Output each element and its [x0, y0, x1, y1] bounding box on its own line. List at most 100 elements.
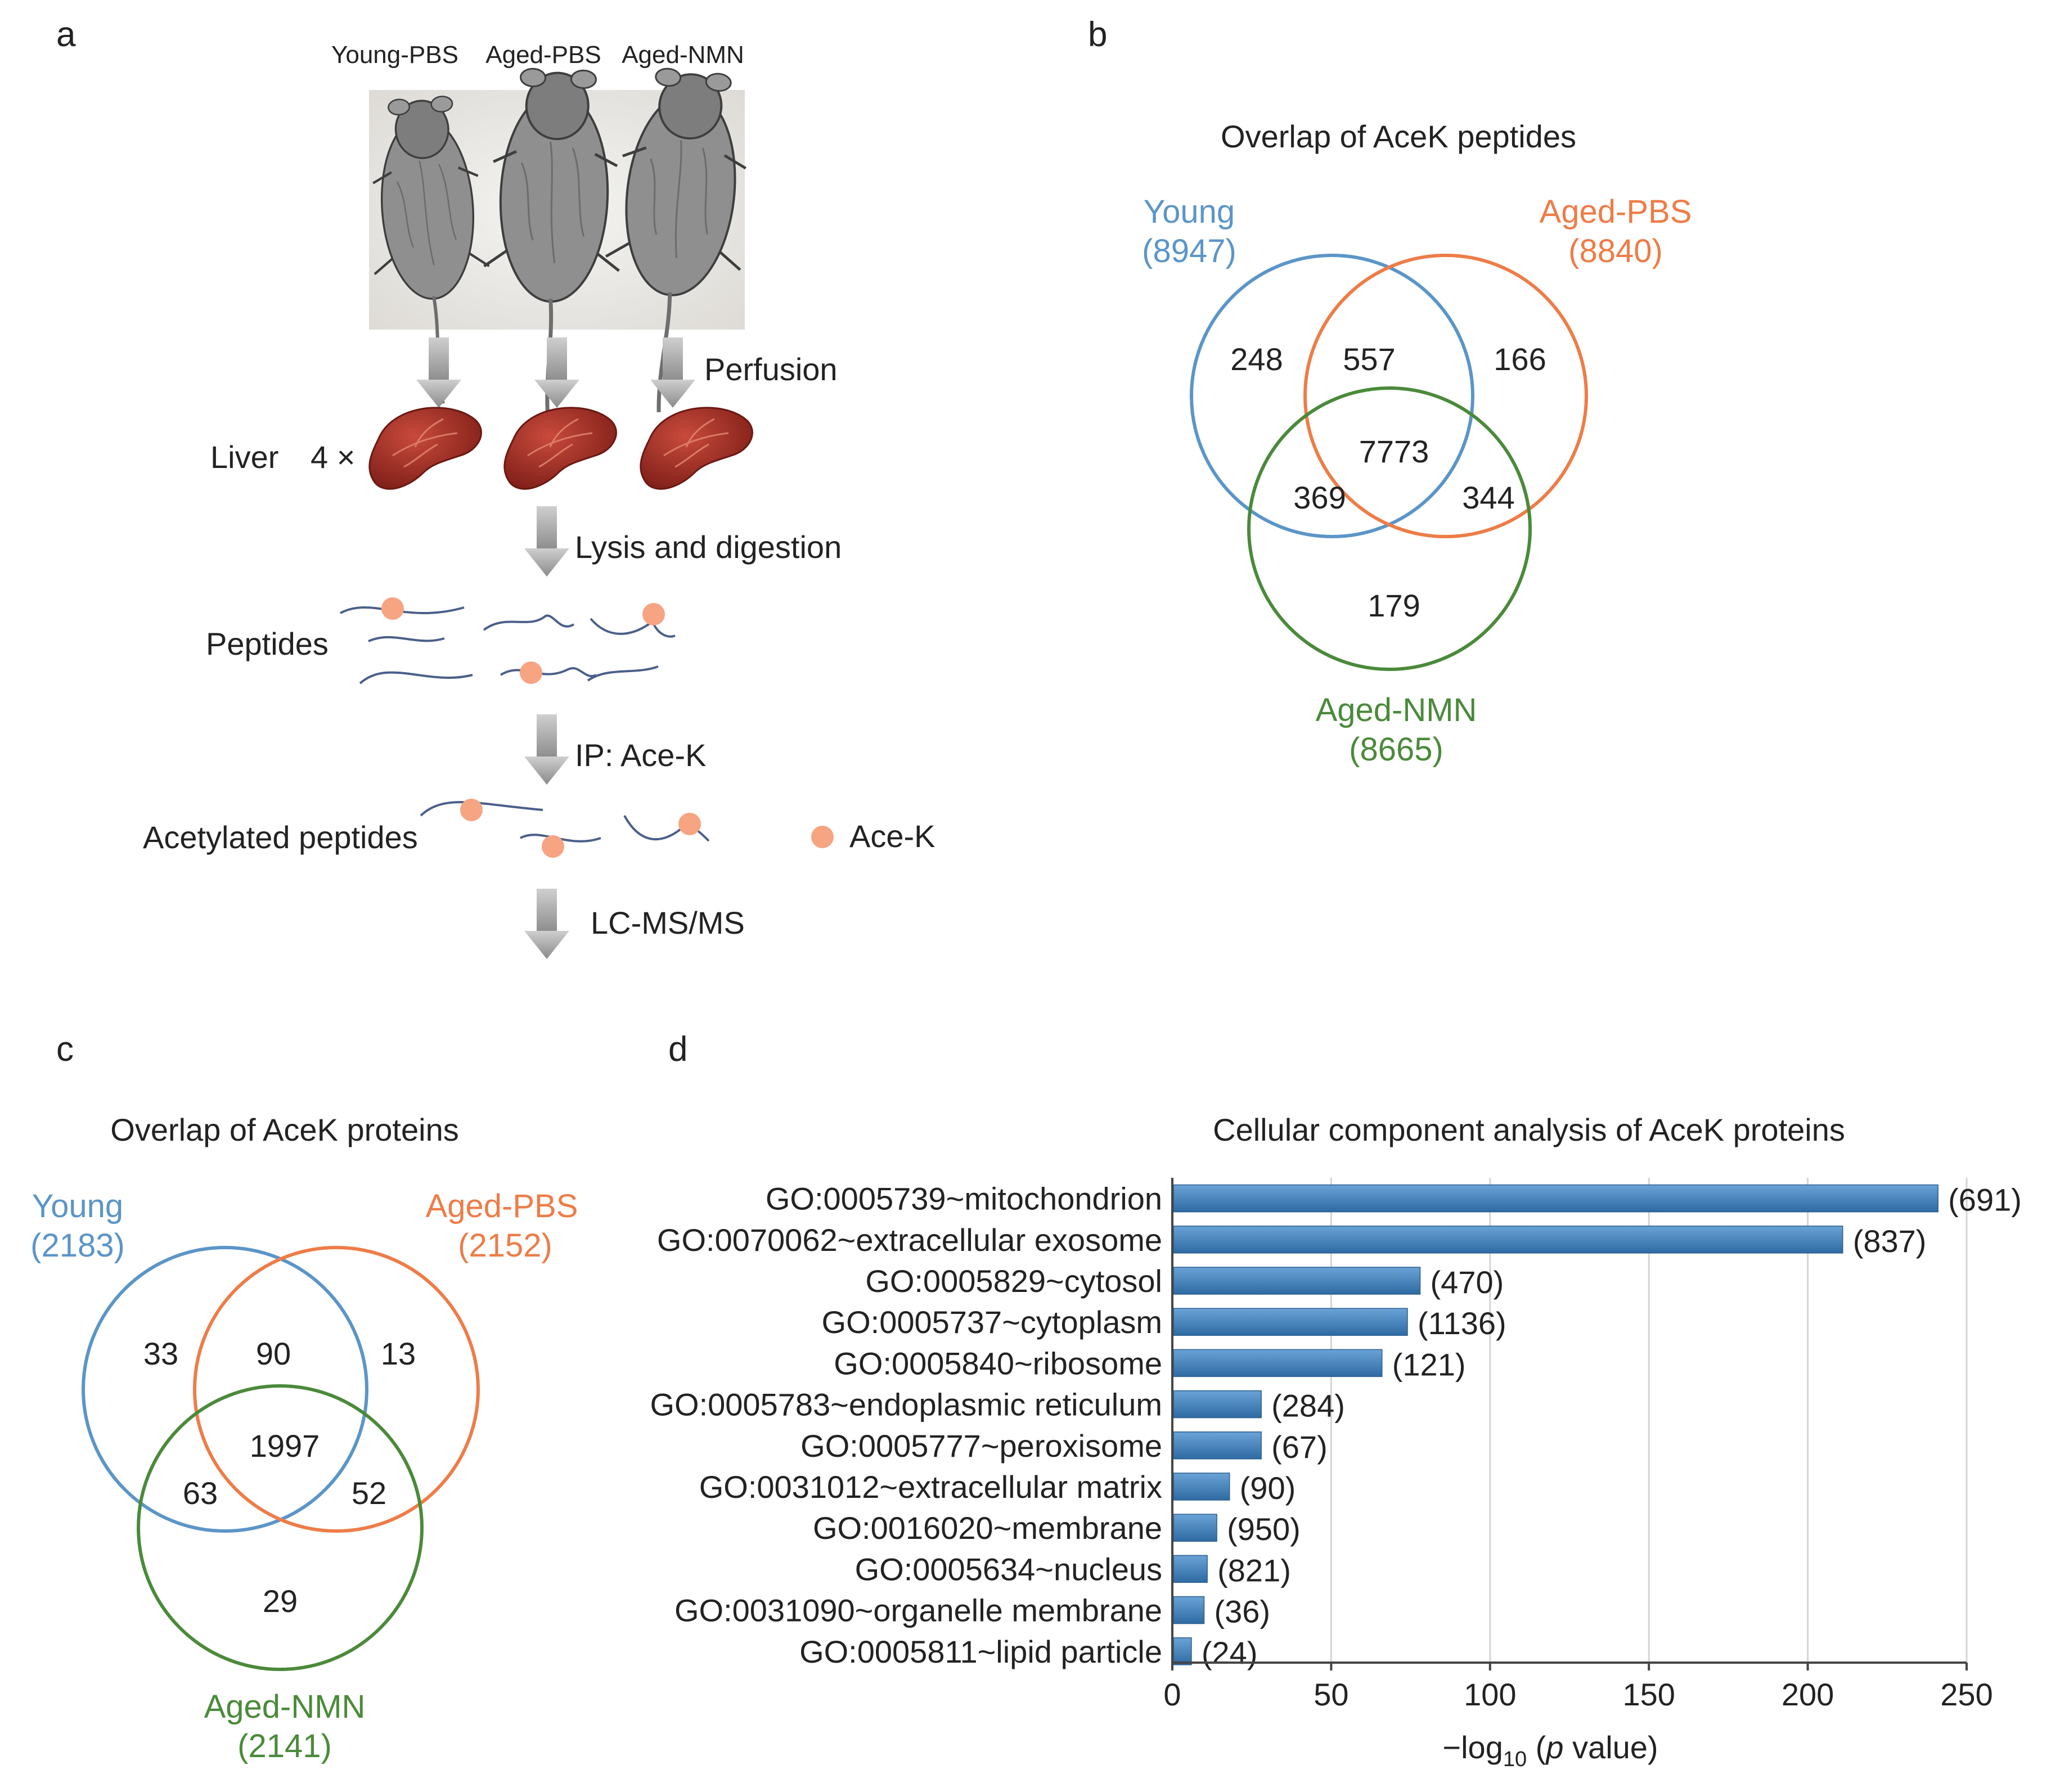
panel-d: d Cellular component analysis of AceK pr… — [650, 1030, 2021, 1771]
venn-b-young-only: 248 — [1230, 341, 1283, 377]
lysis-label: Lysis and digestion — [575, 529, 842, 565]
venn-b-young-total: (8947) — [1142, 233, 1236, 269]
venn-c-pbs-nmn: 52 — [352, 1475, 386, 1511]
bar — [1173, 1555, 1208, 1583]
perfusion-arrows — [416, 337, 695, 408]
chart-title: Cellular component analysis of AceK prot… — [1213, 1112, 1845, 1147]
liver-icon — [368, 407, 482, 490]
y-category-label: GO:0005783~endoplasmic reticulum — [650, 1387, 1162, 1422]
arrow-down-icon — [524, 714, 569, 785]
x-axis-title-subscript: 10 — [1503, 1748, 1527, 1771]
y-category-label: GO:0005811~lipid particle — [799, 1634, 1162, 1669]
venn-c-nmn-only: 29 — [263, 1583, 298, 1619]
peptide-strand — [587, 665, 659, 682]
liver-label: Liver — [210, 439, 278, 475]
y-category-label: GO:0005737~cytoplasm — [822, 1304, 1162, 1340]
bar-count-label: (470) — [1431, 1264, 1504, 1300]
acek-bead-icon — [460, 799, 483, 821]
bar — [1173, 1267, 1421, 1295]
peptide-strand — [483, 614, 575, 631]
bar — [1173, 1226, 1843, 1254]
acek-bead-icon — [678, 813, 701, 835]
acek-bead-icon — [381, 597, 404, 620]
bar-count-label: (821) — [1217, 1552, 1291, 1588]
venn-b-young-name: Young — [1144, 193, 1235, 230]
y-category-label: GO:0070062~extracellular exosome — [657, 1222, 1162, 1258]
legend-acek-icon — [811, 826, 834, 848]
venn-b-aged-nmn-total: (8665) — [1349, 731, 1443, 768]
x-axis-title-tail: value) — [1564, 1730, 1658, 1765]
x-tick-label: 200 — [1782, 1677, 1834, 1712]
peptide-strand — [359, 671, 473, 685]
mice-photo — [363, 65, 762, 425]
venn-c-aged-nmn-name: Aged-NMN — [204, 1689, 366, 1725]
liver-icon — [640, 407, 753, 490]
panel-b: b Overlap of AceK peptides Young (8947) … — [1088, 15, 1692, 768]
venn-b-aged-pbs-circle — [1303, 254, 1588, 538]
acetylated-beads — [460, 799, 701, 858]
chart-gridlines — [1330, 1178, 1968, 1663]
liver-count: 4 × — [311, 439, 355, 475]
venn-c-young-total: (2183) — [30, 1227, 125, 1264]
peptide-strand — [590, 618, 676, 638]
peptides-label: Peptides — [206, 626, 329, 661]
bar-count-label: (691) — [1948, 1182, 2022, 1218]
venn-c-young-only: 33 — [143, 1336, 178, 1371]
arrow-down-icon — [524, 506, 569, 577]
x-axis-title-main: −log — [1442, 1730, 1503, 1765]
panel-a: a Young-PBS Aged-PBS Aged-NMN Perfusion … — [56, 15, 935, 959]
perfusion-label: Perfusion — [704, 352, 838, 387]
ip-label: IP: Ace-K — [575, 737, 706, 773]
venn-b-pbs-nmn: 344 — [1462, 480, 1514, 515]
peptide-strand — [500, 667, 597, 677]
venn-b-aged-nmn-circle — [1247, 386, 1532, 671]
chart-bars: GO:0005739~mitochondrion(691)GO:0070062~… — [650, 1181, 2021, 1671]
venn-b-young-pbs: 557 — [1343, 341, 1395, 377]
venn-b-young-circle — [1190, 254, 1474, 538]
bar — [1173, 1637, 1192, 1665]
venn-b-young-nmn: 369 — [1293, 480, 1346, 515]
x-tick-label: 50 — [1314, 1677, 1348, 1712]
x-tick-label: 100 — [1464, 1677, 1516, 1712]
y-category-label: GO:0005634~nucleus — [855, 1551, 1162, 1587]
y-category-label: GO:0005777~peroxisome — [800, 1428, 1162, 1464]
bar — [1173, 1514, 1217, 1542]
bar — [1173, 1184, 1938, 1213]
venn-c-young-name: Young — [32, 1188, 123, 1224]
bar-count-label: (950) — [1227, 1511, 1301, 1547]
liver-icon — [503, 407, 617, 490]
bar — [1173, 1431, 1262, 1460]
venn-c-aged-nmn-circle — [137, 1384, 424, 1671]
panel-d-label: d — [668, 1030, 687, 1069]
bar — [1173, 1596, 1205, 1624]
venn-b-pbs-only: 166 — [1494, 341, 1546, 377]
bar-count-label: (1136) — [1418, 1305, 1506, 1341]
bar-count-label: (837) — [1853, 1223, 1927, 1259]
venn-c-all: 1997 — [250, 1428, 320, 1464]
panel-b-label: b — [1088, 15, 1107, 54]
bar-count-label: (24) — [1202, 1635, 1258, 1671]
bar-count-label: (90) — [1240, 1470, 1296, 1506]
x-axis-title-open-paren: ( — [1527, 1730, 1546, 1765]
arrow-down-icon — [524, 889, 569, 959]
peptide-beads — [381, 597, 665, 684]
chart-x-axis-title: −log10 (p value) — [1442, 1730, 1658, 1771]
panel-a-label: a — [56, 15, 76, 54]
venn-c-aged-pbs-name: Aged-PBS — [426, 1188, 578, 1224]
arrow-down-icon — [534, 337, 579, 408]
y-category-label: GO:0005829~cytosol — [865, 1263, 1162, 1299]
venn-c-title: Overlap of AceK proteins — [110, 1112, 458, 1147]
venn-c-aged-pbs-total: (2152) — [458, 1227, 552, 1264]
group-label-aged-pbs: Aged-PBS — [485, 41, 601, 69]
x-tick-label: 150 — [1622, 1677, 1675, 1712]
lcms-label: LC-MS/MS — [591, 905, 745, 940]
x-tick-label: 250 — [1940, 1677, 1992, 1712]
bar — [1173, 1473, 1230, 1501]
acek-bead-icon — [542, 835, 564, 858]
acetylated-peptides-label: Acetylated peptides — [143, 820, 418, 855]
arrow-down-icon — [416, 337, 461, 408]
venn-b-nmn-only: 179 — [1368, 588, 1420, 623]
panel-c-label: c — [56, 1030, 74, 1069]
